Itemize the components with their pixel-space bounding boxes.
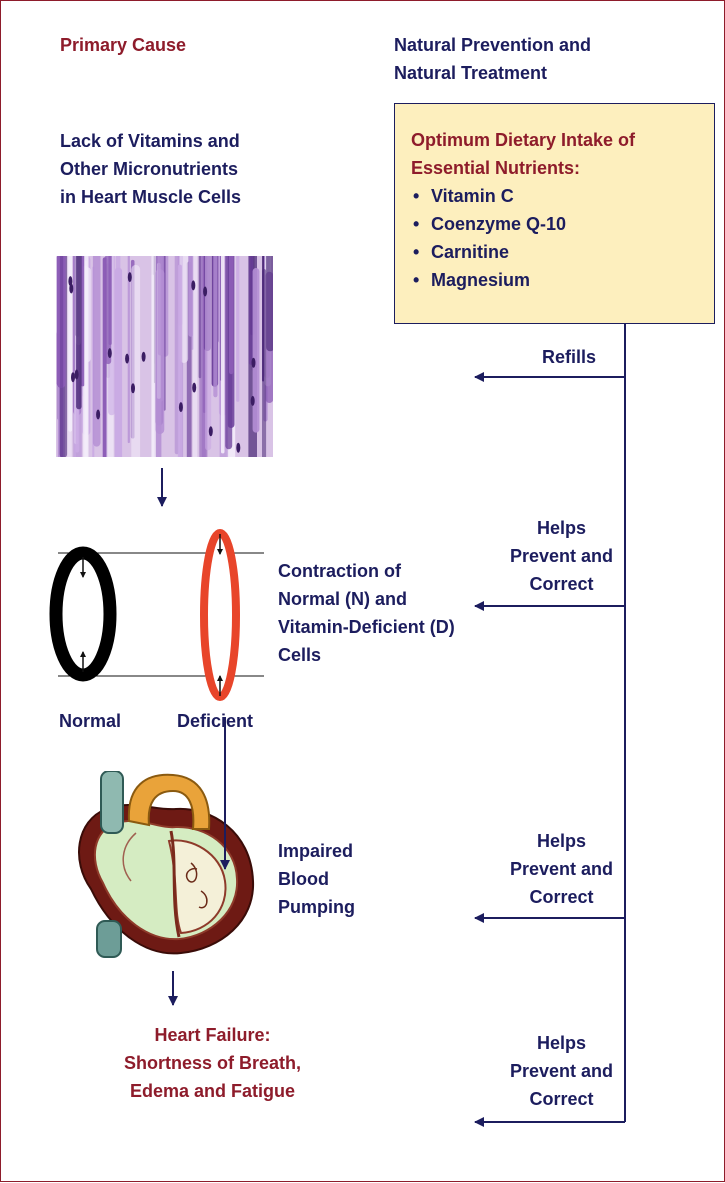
deficient-cell-shape [204, 533, 236, 697]
